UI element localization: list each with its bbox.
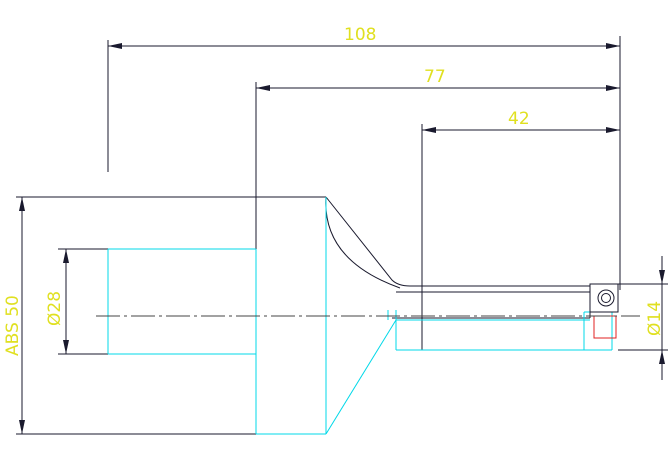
dim-tip-length: 42: [508, 109, 530, 129]
dim-shank-standard: ABS 50: [3, 295, 23, 356]
dimension-lines: [16, 36, 668, 435]
dim-mid-length: 77: [424, 67, 446, 87]
cutting-insert: [589, 283, 619, 339]
dim-tip-diameter: Ø14: [645, 301, 665, 336]
tool-outline: [18, 196, 591, 435]
dim-bore-diameter: Ø28: [45, 291, 65, 326]
dim-overall-length: 108: [344, 25, 376, 45]
section-edges: [107, 197, 613, 435]
